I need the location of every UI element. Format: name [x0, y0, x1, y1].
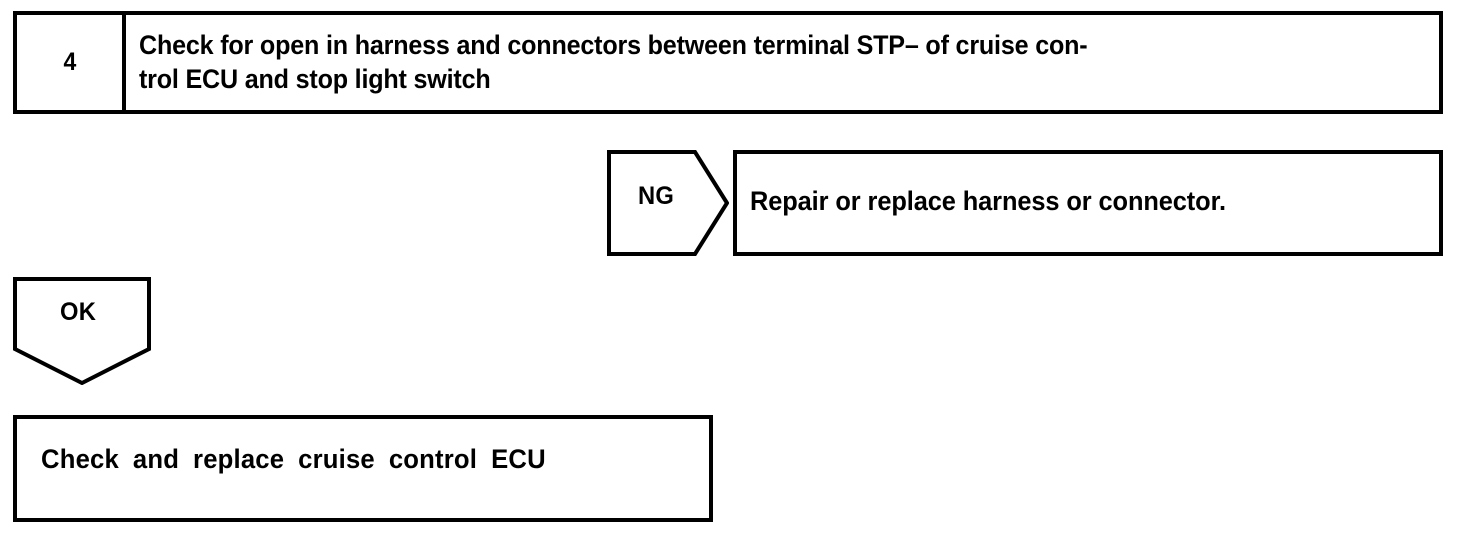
final-action-text: Check and replace cruise control ECU [41, 444, 546, 474]
step-instruction-cell: Check for open in harness and connectors… [126, 15, 1439, 110]
ng-result-text: Repair or replace harness or connector. [750, 186, 1226, 216]
ng-label: NG [638, 182, 675, 210]
step-box: 4 Check for open in harness and connecto… [13, 11, 1443, 114]
ng-arrow-shape: NG [607, 150, 729, 256]
step-instruction-text: Check for open in harness and connectors… [139, 30, 1088, 94]
ok-arrow-shape: OK [13, 277, 151, 385]
step-number: 4 [63, 48, 76, 76]
ok-label: OK [60, 298, 97, 326]
step-number-cell: 4 [17, 15, 126, 110]
final-action-box: Check and replace cruise control ECU [13, 415, 713, 522]
ng-result-box: Repair or replace harness or connector. [733, 150, 1443, 256]
